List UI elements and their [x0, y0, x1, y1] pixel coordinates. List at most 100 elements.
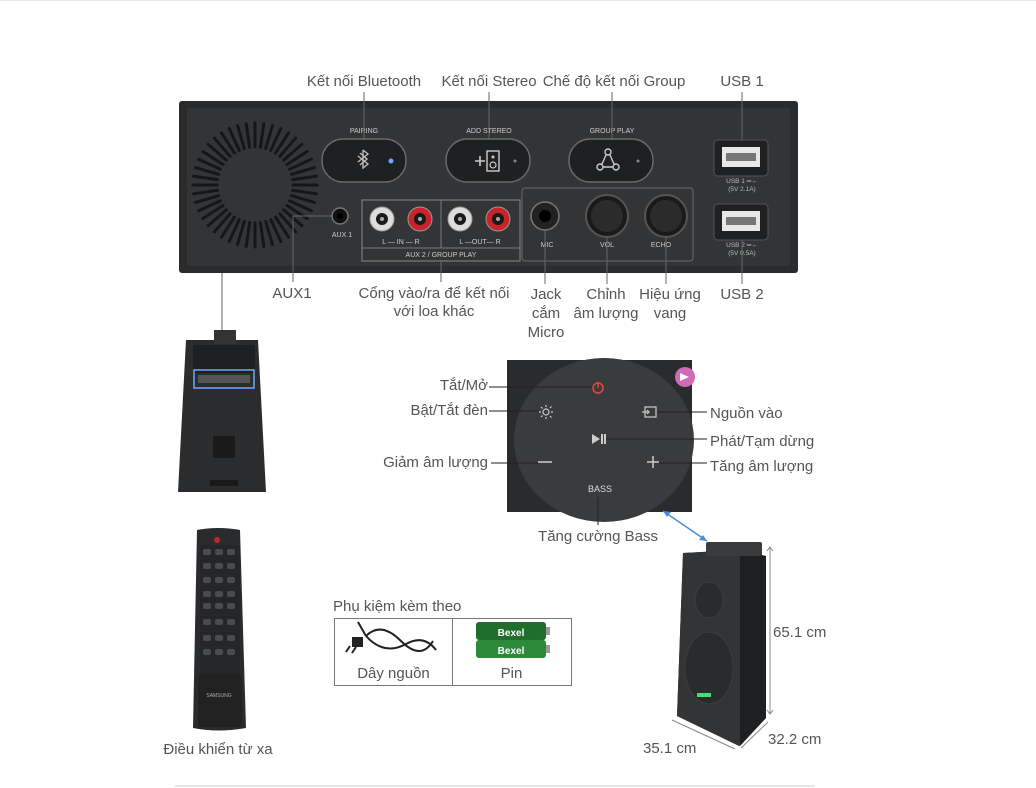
remote-key	[215, 577, 223, 583]
remote-key	[227, 577, 235, 583]
usb1-small-rating: (5V 2.1A)	[728, 186, 755, 193]
grill-slot	[258, 122, 266, 149]
label-bass: Tăng cường Bass	[538, 528, 658, 545]
rca-in-label: L — IN — R	[382, 239, 419, 246]
grill-slot	[288, 199, 313, 213]
remote-key	[203, 603, 211, 609]
speaker-grill	[191, 121, 319, 249]
grill-slot	[219, 131, 236, 155]
bass-small-label: BASS	[588, 484, 612, 494]
remote-brand: SAMSUNG	[206, 693, 231, 699]
label-battery: Pin	[500, 665, 523, 682]
label-volume-up: Tăng âm lượng	[710, 458, 814, 475]
battery-image: Bexel Bexel	[476, 622, 550, 658]
label-aux1: AUX1	[272, 285, 312, 302]
label-play-pause: Phát/Tạm dừng	[710, 433, 815, 450]
label-group: Chế độ kết nối Group	[542, 73, 686, 90]
aux2-small-label: AUX 2 / GROUP PLAY	[406, 252, 477, 259]
grill-slot	[194, 166, 221, 176]
remote-key	[227, 635, 235, 641]
group-play-button	[568, 138, 654, 183]
remote-key	[203, 619, 211, 625]
remote-key	[227, 549, 235, 555]
remote-key	[227, 563, 235, 569]
plus-vol-icon	[647, 456, 659, 468]
aux1-small-label: AUX 1	[332, 232, 352, 239]
label-power: Tắt/Mở	[439, 377, 488, 394]
speaker-back-thumbnail	[178, 330, 266, 492]
label-usb1: USB 1	[720, 73, 764, 90]
grill-slot	[236, 219, 246, 246]
remote-key	[203, 591, 211, 597]
grill-slot	[201, 149, 225, 166]
remote-key	[215, 649, 223, 655]
top-divider	[0, 0, 1036, 1]
usb1-port	[713, 139, 769, 177]
grill-slot	[264, 124, 274, 151]
pairing-button	[321, 138, 407, 183]
control-leader-lines	[489, 386, 707, 525]
speaker-icon	[486, 150, 500, 172]
grill-slot	[274, 131, 291, 155]
top-control-panel	[507, 358, 695, 522]
remote-control: SAMSUNG	[193, 528, 246, 731]
grill-slot	[285, 149, 309, 166]
grill-center	[221, 151, 289, 219]
grill-slot	[197, 157, 222, 171]
label-remote: Điều khiển từ xa	[163, 741, 273, 758]
bluetooth-icon	[357, 149, 370, 170]
power-icon	[592, 382, 604, 394]
label-ports-1: Cổng vào/ra để kết nối	[358, 285, 510, 302]
label-power-cord: Dây nguồn	[357, 665, 430, 682]
grill-slot	[244, 221, 252, 248]
remote-key	[227, 591, 235, 597]
grill-slot	[291, 188, 318, 196]
group-play-icon	[596, 148, 620, 171]
grill-slot	[282, 142, 304, 162]
connector-arrow	[662, 510, 708, 542]
remote-key	[215, 563, 223, 569]
rca-ports	[361, 199, 521, 262]
label-stereo: Kết nối Stereo	[441, 73, 537, 90]
dimension-height: 65.1 cm	[773, 624, 827, 641]
grill-slot	[236, 124, 246, 151]
remote-key	[203, 577, 211, 583]
grill-slot	[206, 208, 228, 228]
label-echo-2: vang	[653, 305, 687, 322]
leader-lines	[221, 92, 743, 370]
plus-icon	[475, 156, 485, 166]
label-vol-2: âm lượng	[573, 305, 639, 322]
add-stereo-button	[445, 138, 531, 183]
label-mic-1: Jack	[530, 286, 562, 303]
label-ports-2: với loa khác	[393, 303, 475, 320]
remote-key	[227, 603, 235, 609]
label-vol-1: Chỉnh	[586, 286, 626, 303]
accessories-box	[334, 618, 572, 686]
grill-slot	[219, 215, 236, 239]
dimension-width: 35.1 cm	[643, 740, 697, 757]
remote-key	[227, 649, 235, 655]
grill-slot	[197, 199, 222, 213]
remote-key	[203, 563, 211, 569]
light-icon	[539, 405, 553, 419]
remote-key	[215, 591, 223, 597]
grill-slot	[264, 219, 274, 246]
remote-key	[215, 549, 223, 555]
grill-slot	[274, 215, 291, 239]
label-bluetooth: Kết nối Bluetooth	[306, 73, 422, 90]
power-cord-image	[345, 621, 437, 654]
label-mic-2: cắm	[531, 305, 561, 322]
label-echo-1: Hiệu ứng	[639, 286, 701, 303]
remote-key	[215, 603, 223, 609]
battery-brand-2: Bexel	[498, 646, 525, 657]
grill-slot	[212, 136, 232, 158]
aux1-jack	[331, 207, 349, 225]
echo-small-label: ECHO	[651, 242, 672, 249]
speaker-front	[677, 542, 766, 746]
grill-slot	[227, 127, 241, 152]
grill-slot	[258, 221, 266, 248]
remote-key	[215, 619, 223, 625]
accessories-title: Phụ kiệm kèm theo	[333, 598, 462, 615]
grill-slot	[289, 194, 316, 204]
